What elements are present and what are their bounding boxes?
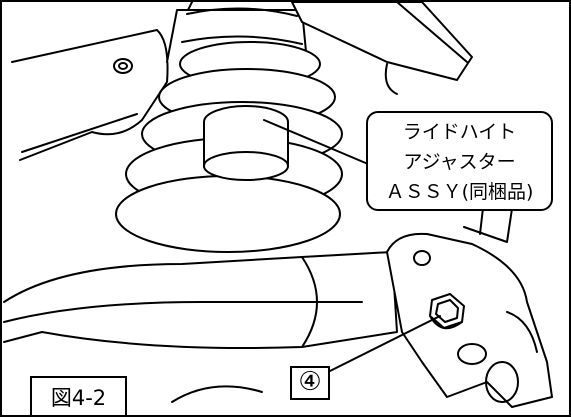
knuckle-bracket: [386, 232, 553, 408]
adjuster-bolt: [429, 293, 465, 330]
adjuster-assy-callout: ライドハイト アジャスター ＡＳＳＹ(同梱品): [366, 111, 553, 211]
panel-bolt: [113, 58, 133, 74]
callout-line-3: ＡＳＳＹ(同梱品): [385, 181, 534, 203]
callout-line-1: ライドハイト: [402, 121, 517, 143]
callout-line-2: アジャスター: [403, 151, 516, 173]
figure-label: 図4-2: [30, 376, 127, 415]
item-number-marker: ④: [290, 366, 330, 400]
upper-body-panel: [11, 2, 193, 161]
callout-leader-line: [263, 119, 369, 165]
lower-arm: [3, 251, 398, 403]
marker-leader-line: [327, 315, 441, 373]
coil-spring: [115, 41, 343, 253]
right-bracket: [291, 2, 473, 95]
